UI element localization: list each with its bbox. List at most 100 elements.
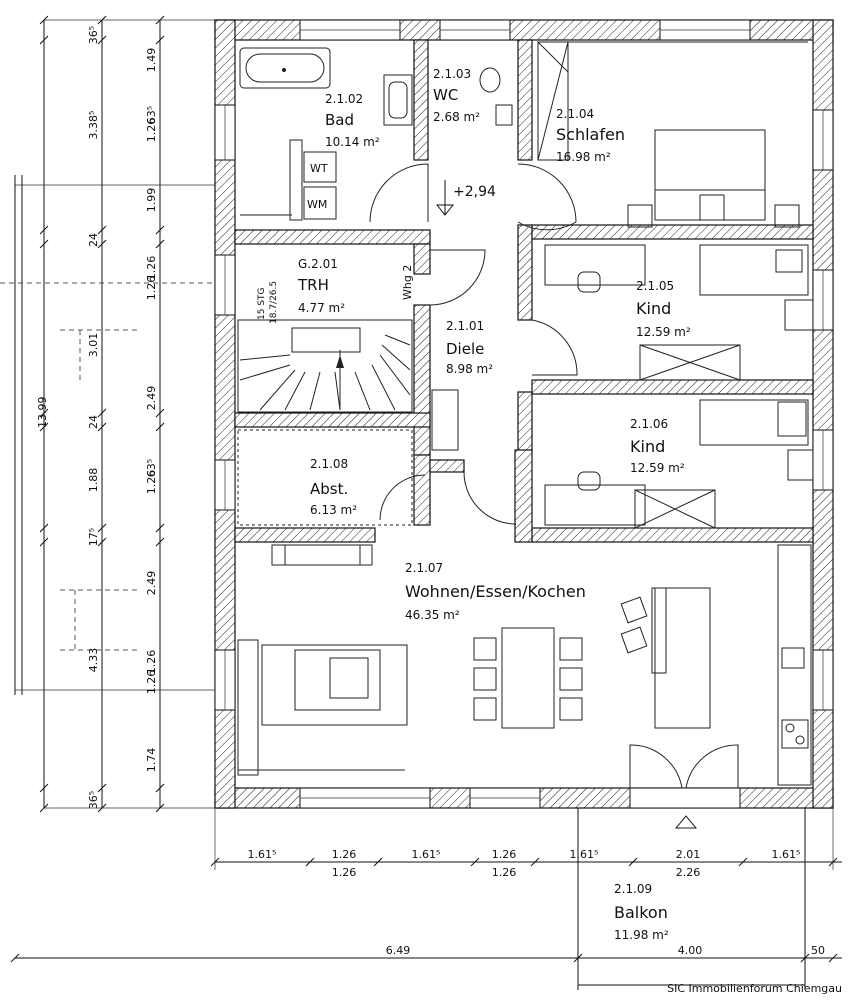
dim-label: 1.61⁵ [570, 848, 599, 861]
stairs-count: 15 STG [257, 287, 267, 320]
wm-label: WM [307, 198, 327, 211]
watermark: SIC Immobilienforum Chiemgau [667, 982, 842, 995]
schlafen-number: 2.1.04 [556, 107, 594, 121]
dimension-lines-bottom [15, 808, 842, 959]
trh-name: TRH [297, 276, 329, 294]
windows [214, 19, 834, 809]
dim-tick [155, 408, 165, 418]
wc-number: 2.1.03 [433, 67, 471, 81]
dim-tick [39, 523, 49, 533]
kind1-name: Kind [636, 299, 671, 318]
dim-tick [470, 857, 480, 867]
dims-left-total: 13.99 [36, 397, 49, 429]
dim-label: 3.38⁵ [87, 111, 100, 140]
dims-left-inner: 1.4963⁵1.261.991.261.262.4963⁵1.262.491.… [145, 48, 158, 773]
dim-label: 1.26 [145, 650, 158, 675]
dim-label: 36⁵ [87, 791, 100, 809]
dim-tick [39, 803, 49, 813]
dim-label: 1.26 [145, 670, 158, 695]
dim-label: 1.26 [492, 866, 517, 879]
dim-label: 1.88 [87, 468, 100, 493]
dim-label: 24 [87, 415, 100, 429]
diele-number: 2.1.01 [446, 319, 484, 333]
dim-label: 3.01 [87, 333, 100, 358]
dim-tick [39, 537, 49, 547]
dim-tick [155, 15, 165, 25]
dim-tick [155, 225, 165, 235]
dim-label: 63⁵ [145, 106, 158, 124]
balkon-number: 2.1.09 [614, 882, 652, 896]
dim-tick [155, 803, 165, 813]
dim-tick [97, 239, 107, 249]
dim-tick [573, 953, 583, 963]
dim-tick [210, 857, 220, 867]
dim-tick [39, 783, 49, 793]
bad-area: 10.14 m² [325, 135, 380, 149]
dim-tick [97, 35, 107, 45]
kind2-area: 12.59 m² [630, 461, 685, 475]
abst-area: 6.13 m² [310, 503, 357, 517]
dim-tick [305, 857, 315, 867]
dim-label: 2.49 [145, 571, 158, 596]
furniture [237, 41, 814, 786]
balkon-area: 11.98 m² [614, 928, 669, 942]
dim-tick [628, 857, 638, 867]
dim-tick [39, 225, 49, 235]
dim-tick [155, 422, 165, 432]
dim-label: 1.26 [332, 848, 357, 861]
whg-label: Whg 2 [401, 265, 414, 300]
dim-label: 2.49 [145, 386, 158, 411]
dim-label: 1.26 [145, 118, 158, 143]
dim-label: 1.26 [145, 276, 158, 301]
dim-tick [97, 537, 107, 547]
dim-tick [97, 422, 107, 432]
dim-tick [828, 857, 838, 867]
dim-tick [39, 422, 49, 432]
dim-tick [155, 537, 165, 547]
dim-tick [530, 857, 540, 867]
dim-tick [828, 953, 838, 963]
abst-number: 2.1.08 [310, 457, 348, 471]
diele-area: 8.98 m² [446, 362, 493, 376]
wc-area: 2.68 m² [433, 110, 480, 124]
kind2-name: Kind [630, 437, 665, 456]
dim-tick [97, 783, 107, 793]
dim-label: 4.33 [87, 648, 100, 673]
dim-label: 24 [87, 233, 100, 247]
dim-label: 50 [811, 944, 825, 957]
dim-tick [97, 803, 107, 813]
stairs-ratio: 18.7/26.5 [269, 281, 279, 324]
kind1-number: 2.1.05 [636, 279, 674, 293]
interior-walls [234, 39, 814, 543]
dim-label: 1.61⁵ [772, 848, 801, 861]
dim-tick [10, 953, 20, 963]
diele-name: Diele [446, 340, 484, 358]
bad-number: 2.1.02 [325, 92, 363, 106]
dim-tick [738, 857, 748, 867]
dim-tick [39, 239, 49, 249]
dim-label: 1.61⁵ [248, 848, 277, 861]
kind2-number: 2.1.06 [630, 417, 668, 431]
dim-tick [39, 15, 49, 25]
dim-label: 2.26 [676, 866, 701, 879]
dim-label: 1.74 [145, 748, 158, 773]
doors [369, 163, 739, 789]
dim-label: 36⁵ [87, 26, 100, 44]
balkon-name: Balkon [614, 903, 668, 922]
dim-label: 1.99 [145, 188, 158, 213]
balkon-outline [577, 808, 806, 990]
dim-tick [97, 523, 107, 533]
dim-tick [97, 15, 107, 25]
wohnen-name: Wohnen/Essen/Kochen [405, 582, 586, 601]
wohnen-number: 2.1.07 [405, 561, 443, 575]
dim-label: 1.61⁵ [412, 848, 441, 861]
dim-tick [39, 408, 49, 418]
dim-tick [97, 408, 107, 418]
dim-label: 2.01 [676, 848, 701, 861]
dim-label: 4.00 [678, 944, 703, 957]
